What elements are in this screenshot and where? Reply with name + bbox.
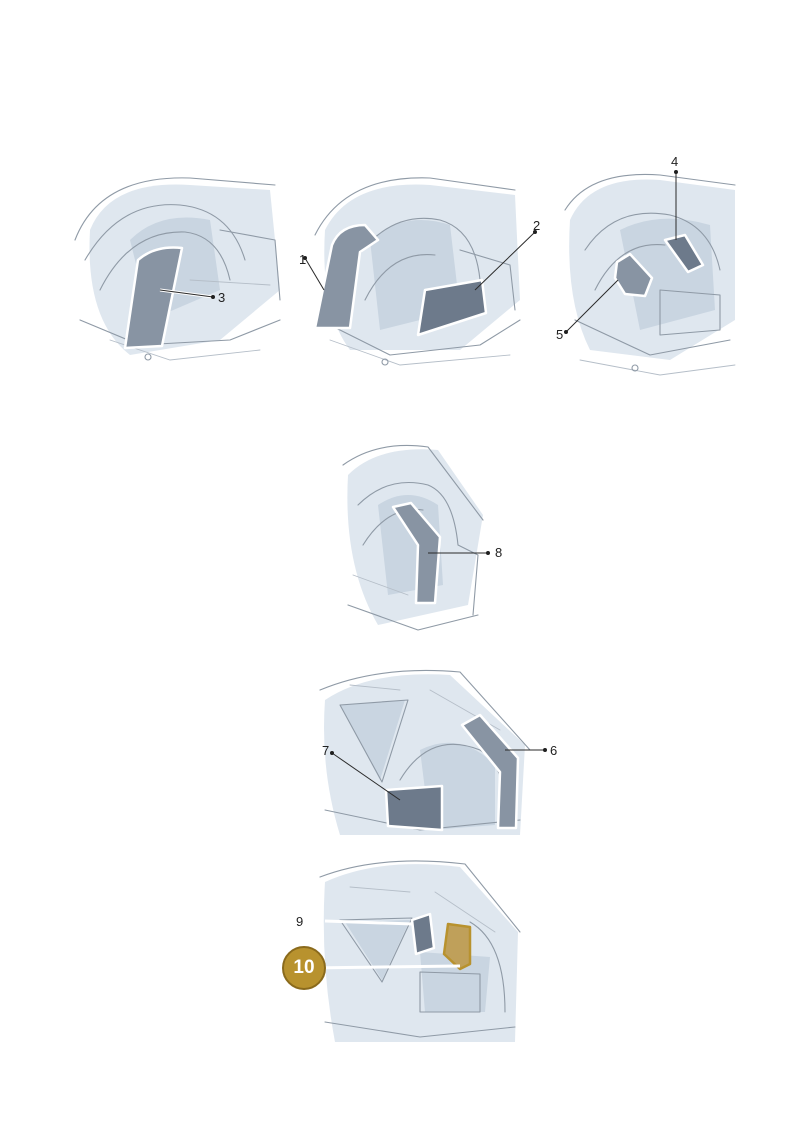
part-9-shape xyxy=(410,912,436,956)
illustration-panel-parts-6-7 xyxy=(319,669,547,840)
part-8-shape xyxy=(391,501,442,605)
illustration-panel-parts-9-10 xyxy=(309,860,521,1047)
callout-1: 1 xyxy=(299,252,307,267)
part-10-shape xyxy=(442,922,472,971)
callout-10-highlight-badge[interactable]: 10 xyxy=(282,946,326,990)
callout-4: 4 xyxy=(671,154,679,169)
wheel-arch-sketch-b xyxy=(303,177,537,366)
callout-6: 6 xyxy=(550,743,558,758)
part-2-shape xyxy=(416,278,488,337)
wheel-arch-sketch-c xyxy=(564,170,736,376)
callout-3: 3 xyxy=(218,290,226,305)
wheel-arch-sketch-f xyxy=(309,860,521,1042)
callout-8: 8 xyxy=(495,545,503,560)
callout-7: 7 xyxy=(322,743,330,758)
part-3-shape xyxy=(123,246,184,350)
callout-2: 2 xyxy=(533,218,541,233)
callout-5: 5 xyxy=(556,327,564,342)
part-7-shape xyxy=(384,784,444,832)
callout-9: 9 xyxy=(296,914,304,929)
wheel-arch-sketch-d xyxy=(342,444,490,631)
illustration-panel-part-3 xyxy=(70,170,285,370)
wheel-arch-sketch-a xyxy=(74,177,281,361)
illustration-panel-parts-1-2 xyxy=(303,170,537,370)
illustration-panel-parts-4-5 xyxy=(560,170,740,380)
wheel-arch-sketch-e xyxy=(319,669,547,835)
part-6-shape xyxy=(460,713,520,830)
part-1-shape xyxy=(313,223,380,330)
part-5-shape xyxy=(613,252,654,298)
part-4-shape xyxy=(663,233,705,274)
illustration-panel-part-8 xyxy=(338,444,490,635)
